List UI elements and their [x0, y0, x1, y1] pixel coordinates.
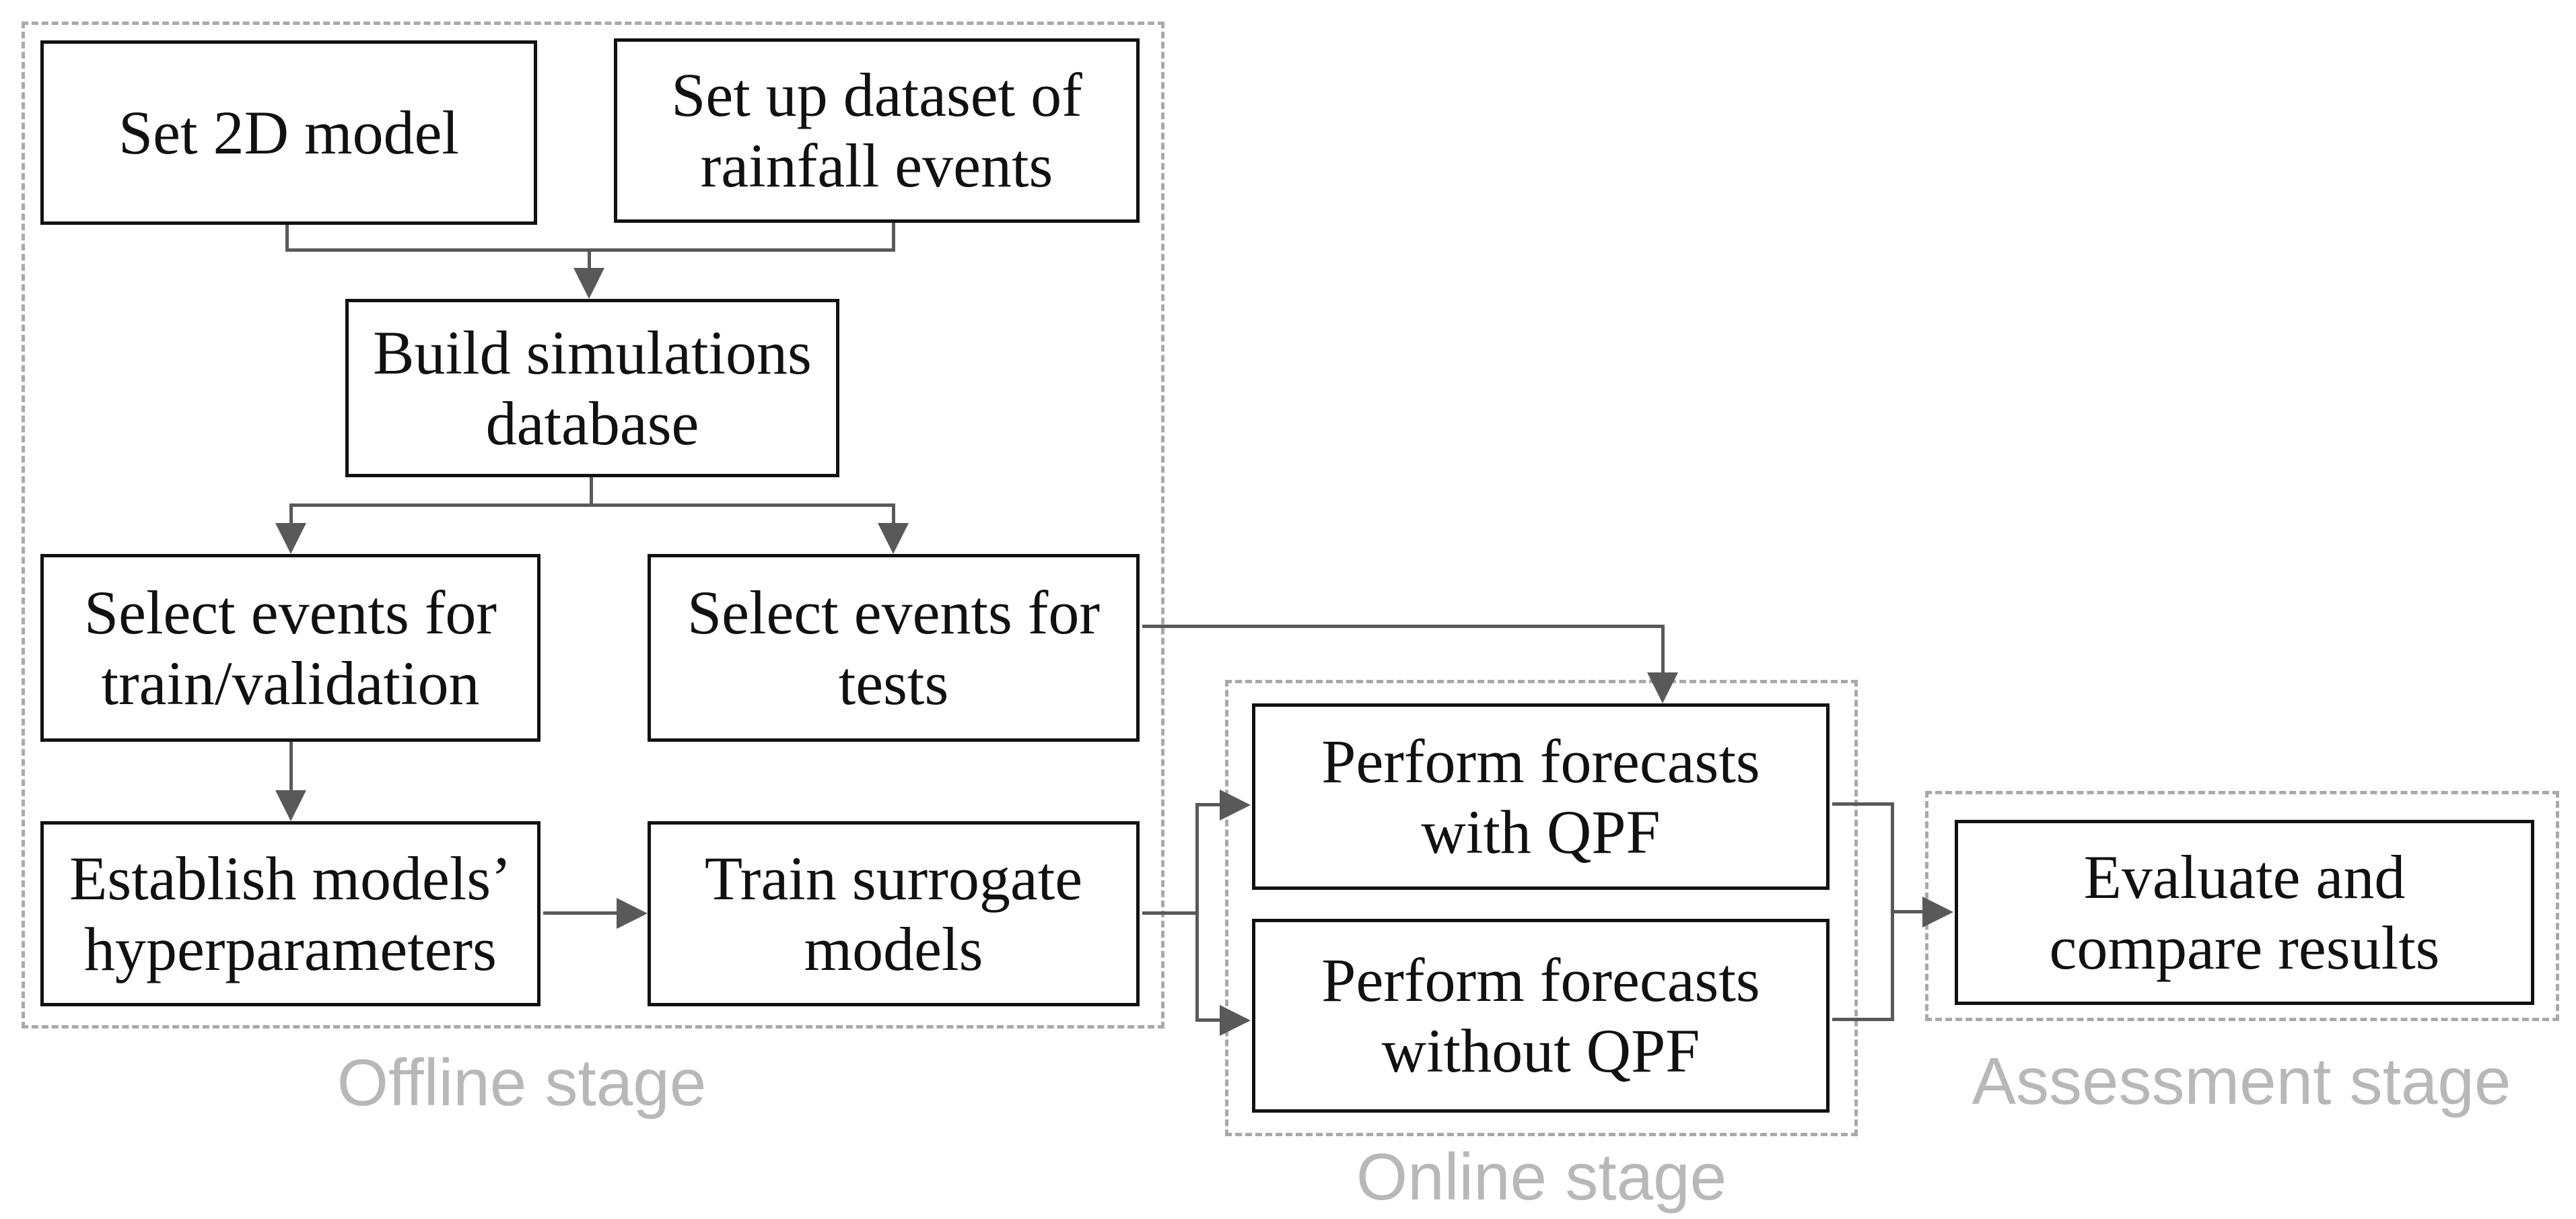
node-set-2d-model: Set 2D model — [40, 40, 537, 225]
arrow-into-train-surrogate — [617, 898, 648, 929]
connector-with-qpf-out — [1832, 802, 1894, 806]
connector-dataset-stub — [892, 222, 895, 252]
offline-stage-frame — [22, 22, 1164, 1029]
online-stage-label: Online stage — [1356, 1140, 1727, 1214]
node-forecast-with-qpf-label: Perform forecasts with QPF — [1321, 726, 1760, 866]
connector-establish-to-train — [543, 911, 618, 915]
node-forecast-without-qpf-label: Perform forecasts without QPF — [1321, 946, 1760, 1085]
assessment-stage-label: Assessment stage — [1972, 1044, 2511, 1118]
connector-tests-vertical — [1661, 625, 1665, 674]
connector-without-qpf-out — [1832, 1018, 1894, 1021]
node-evaluate-compare: Evaluate and compare results — [1955, 820, 2534, 1005]
node-forecast-without-qpf: Perform forecasts without QPF — [1252, 919, 1830, 1113]
connector-online-split-vertical — [1195, 803, 1199, 1022]
arrow-into-select-tests — [878, 523, 909, 554]
connector-online-lower-stub — [1195, 1018, 1221, 1022]
arrow-into-build-database — [573, 268, 604, 299]
node-establish-hyperparameters: Establish models’ hyperparameters — [40, 821, 541, 1006]
connector-train-validation-down — [289, 742, 293, 792]
arrow-into-with-qpf-left — [1220, 790, 1251, 821]
node-select-train-validation-label: Select events for train/validation — [83, 578, 497, 718]
arrow-into-forecast-with-qpf — [1647, 672, 1678, 703]
arrow-into-establish — [275, 790, 306, 821]
connector-split-right-vertical — [892, 503, 895, 526]
arrow-into-select-train — [275, 523, 306, 554]
connector-train-out — [1142, 911, 1199, 915]
node-select-tests-label: Select events for tests — [687, 578, 1101, 718]
node-build-database: Build simulations database — [345, 299, 839, 477]
node-establish-hyperparameters-label: Establish models’ hyperparameters — [69, 843, 512, 983]
connector-tests-horizontal — [1142, 625, 1665, 628]
node-evaluate-compare-label: Evaluate and compare results — [2049, 842, 2440, 982]
node-set-2d-model-label: Set 2D model — [118, 98, 459, 167]
connector-to-build-vertical — [588, 248, 591, 269]
node-select-tests: Select events for tests — [648, 554, 1140, 742]
node-select-train-validation: Select events for train/validation — [40, 554, 541, 742]
node-forecast-with-qpf: Perform forecasts with QPF — [1252, 703, 1830, 890]
node-setup-dataset: Set up dataset of rainfall events — [614, 38, 1140, 223]
connector-online-upper-stub — [1195, 803, 1221, 806]
node-train-surrogate: Train surrogate models — [648, 821, 1140, 1006]
arrow-into-evaluate — [1922, 897, 1953, 928]
online-stage-frame — [1225, 680, 1858, 1136]
connector-split-line — [289, 503, 895, 507]
node-build-database-label: Build simulations database — [373, 318, 812, 458]
offline-stage-label: Offline stage — [337, 1045, 707, 1119]
connector-set2d-stub — [285, 224, 289, 252]
connector-build-stub — [590, 477, 593, 507]
connector-into-evaluate — [1891, 910, 1924, 913]
node-setup-dataset-label: Set up dataset of rainfall events — [671, 61, 1082, 200]
connector-split-left-vertical — [289, 503, 293, 526]
arrow-into-without-qpf-left — [1220, 1005, 1251, 1036]
node-train-surrogate-label: Train surrogate models — [704, 843, 1083, 983]
